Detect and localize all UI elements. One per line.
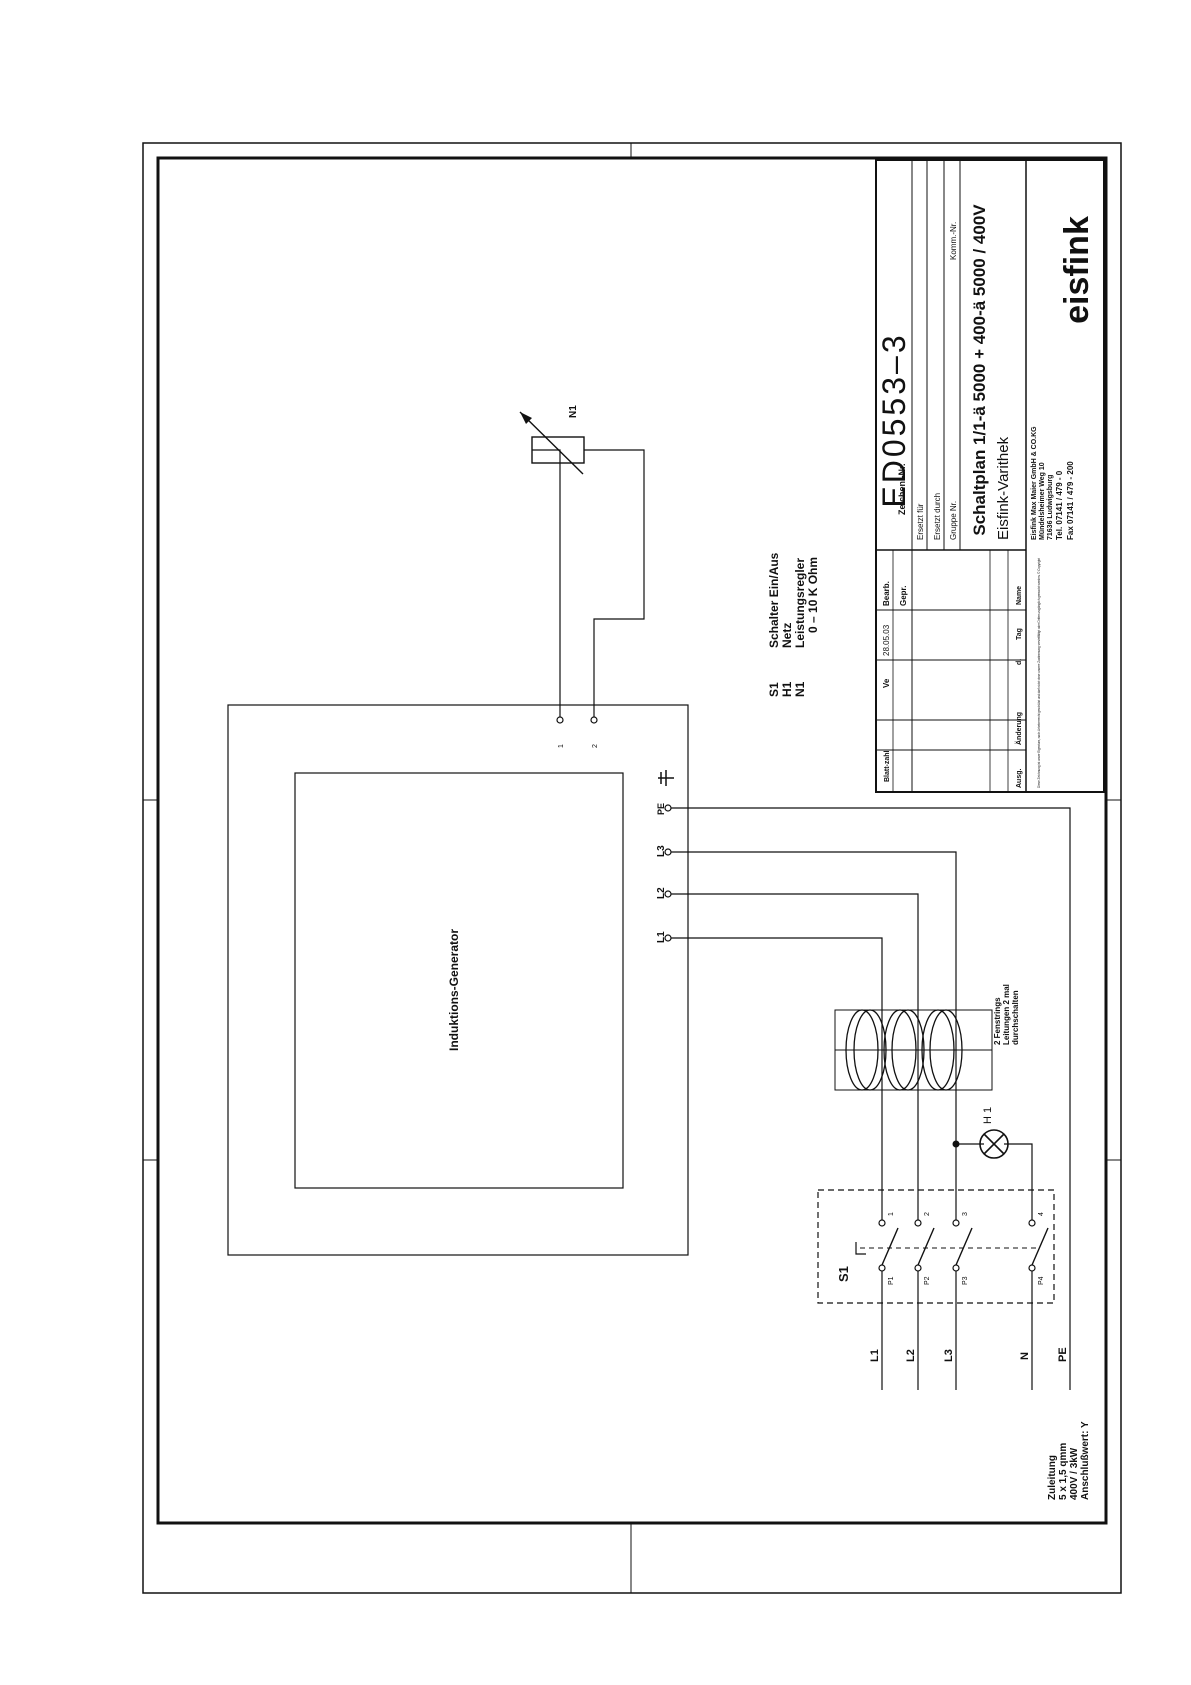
drawing-number: ED0553–3 bbox=[876, 332, 912, 507]
rev-header-change: Änderung bbox=[1015, 712, 1023, 745]
induction-generator: Induktions-Generator bbox=[227, 704, 689, 1256]
switch-contact-1: 1 bbox=[888, 1212, 895, 1216]
ferrite-note-3: durchschalten bbox=[1011, 990, 1020, 1045]
drawing-date: 28.05.03 bbox=[882, 624, 891, 656]
outer-frame bbox=[142, 142, 1122, 1594]
drawing-number-label: Zeichen.-Nr. bbox=[897, 463, 907, 515]
drawing-title: Schaltplan 1/1-ä 5000 + 400-ä 5000 / 400… bbox=[970, 204, 989, 536]
supply-note-3: 400V / 3kW bbox=[1069, 1447, 1080, 1500]
company-line-5: Fax 07141 / 479 - 200 bbox=[1066, 461, 1075, 540]
legend-desc-1: Schalter Ein/Aus bbox=[767, 552, 781, 648]
legend-code-s1: S1 bbox=[767, 682, 781, 697]
supply-n: N bbox=[1019, 1352, 1031, 1360]
potentiometer-icon bbox=[531, 436, 585, 464]
company-line-4: Tel. 07141 / 479 - 0 bbox=[1055, 470, 1064, 540]
switch-contact-4: 4 bbox=[1038, 1212, 1045, 1216]
company-line-1: Eisfink Max Maier GmbH & CO.KG bbox=[1031, 426, 1038, 540]
supply-note-4: Anschlußwert: Y bbox=[1080, 1421, 1091, 1500]
rev-header-ausg: Ausg. bbox=[1016, 769, 1023, 789]
switch-contact-2: 2 bbox=[924, 1212, 931, 1216]
title-block: Zeichen.-Nr. ED0553–3 Ersetzt für Ersetz… bbox=[875, 159, 1105, 793]
rev-header-name: Name bbox=[1016, 586, 1023, 605]
drawing-author: Ve bbox=[882, 678, 891, 688]
ferrite-note-2: Leitungen 2 mal bbox=[1002, 984, 1011, 1045]
ground-icon bbox=[658, 770, 674, 786]
sheet-count-label: Blatt-zahl bbox=[884, 750, 891, 782]
generator-module bbox=[294, 772, 624, 1189]
supply-l3: L3 bbox=[943, 1349, 955, 1362]
company-line-3: 71636 Ludwigsburg bbox=[1047, 475, 1054, 540]
drawing-subtitle: Eisfink-Varithek bbox=[995, 436, 1012, 540]
main-switch: S1 1 2 3 4 P1 P2 P3 P4 bbox=[817, 1189, 1055, 1304]
rev-header-tag: Tag bbox=[1016, 628, 1023, 640]
lamp-icon: H 1 bbox=[979, 1107, 1009, 1159]
legend-code-h1: H1 bbox=[780, 681, 794, 697]
terminal-pe: PE bbox=[656, 803, 666, 815]
copyright-note: Diese Zeichnung ist unser Eigentum, nach… bbox=[1037, 558, 1041, 788]
terminal-2: 2 bbox=[592, 744, 599, 748]
legend-desc-2: Netz bbox=[780, 623, 794, 648]
rev-header-d: d. bbox=[1016, 659, 1023, 665]
terminal-l2: L2 bbox=[656, 887, 667, 899]
terminal-1: 1 bbox=[558, 744, 565, 748]
gepr-label: Gepr. bbox=[899, 586, 908, 606]
ferrite-note-1: 2 Fenstrings bbox=[993, 997, 1002, 1045]
terminal-l1: L1 bbox=[656, 931, 667, 943]
switch-contact-p3: P3 bbox=[962, 1276, 969, 1285]
legend-desc-3: Leistungsregler bbox=[793, 558, 807, 648]
switch-contact-3: 3 bbox=[962, 1212, 969, 1216]
terminal-l3: L3 bbox=[656, 845, 667, 857]
power-regulator: N1 bbox=[519, 405, 645, 717]
ferrite-rings: 2 Fenstrings Leitungen 2 mal durchschalt… bbox=[834, 984, 1020, 1091]
company-line-2: Mündelsheimer Weg 10 bbox=[1039, 462, 1046, 540]
replaced-by-label: Ersetzt durch bbox=[933, 493, 942, 540]
regulator-label: N1 bbox=[568, 405, 579, 418]
generator-label: Induktions-Generator bbox=[447, 929, 461, 1051]
switch-contact-p1: P1 bbox=[888, 1276, 895, 1285]
drawing-border bbox=[156, 156, 1108, 1525]
supply-note-1: Zuleitung bbox=[1047, 1455, 1058, 1500]
switch-label: S1 bbox=[836, 1266, 851, 1282]
wiring bbox=[671, 807, 1071, 1390]
group-label: Gruppe Nr. bbox=[949, 501, 958, 540]
replaced-for-label: Ersetzt für bbox=[916, 503, 925, 540]
supply-pe: PE bbox=[1057, 1347, 1069, 1362]
supply-note-2: 5 x 1,5 qmm bbox=[1058, 1443, 1069, 1500]
supply-lines: L1 L2 L3 N PE bbox=[869, 1271, 1069, 1390]
komm-label: Komm.-Nr. bbox=[949, 222, 958, 260]
legend-desc-4: 0 – 10 K Ohm bbox=[806, 557, 820, 633]
generator-terminals: L1 L2 L3 PE 1 2 bbox=[556, 716, 674, 943]
bearb-label: Bearb. bbox=[882, 581, 891, 606]
switch-contact-p4: P4 bbox=[1038, 1276, 1045, 1285]
supply-l2: L2 bbox=[905, 1349, 917, 1362]
legend: S1 H1 N1 Schalter Ein/Aus Netz Leistungs… bbox=[767, 552, 820, 697]
lamp-label: H 1 bbox=[982, 1107, 994, 1124]
supply-l1: L1 bbox=[869, 1349, 881, 1362]
generator-housing bbox=[227, 704, 689, 1256]
company-logo: eisfink bbox=[1058, 216, 1096, 324]
legend-code-n1: N1 bbox=[793, 681, 807, 697]
switch-contact-p2: P2 bbox=[924, 1276, 931, 1285]
supply-note: Zuleitung 5 x 1,5 qmm 400V / 3kW Anschlu… bbox=[1047, 1421, 1091, 1500]
